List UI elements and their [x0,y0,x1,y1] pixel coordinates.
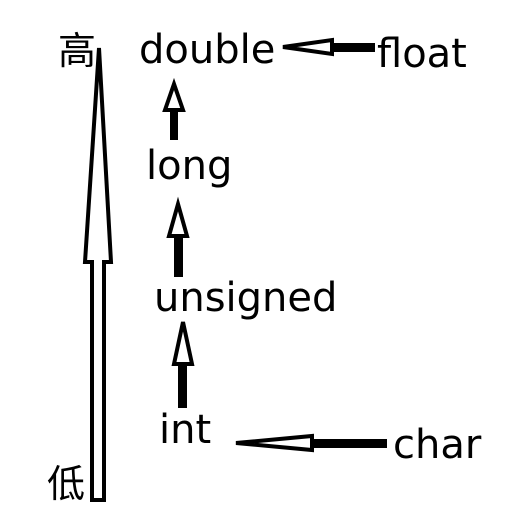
type-int: int [159,407,212,453]
low-to-high-scale-arrow [82,47,114,502]
type-double: double [139,27,276,73]
arrow-float-to-double [282,37,375,57]
type-long: long [146,143,233,189]
arrow-unsigned-to-long [166,196,190,277]
label-low: 低 [47,462,86,506]
type-unsigned: unsigned [154,275,338,321]
arrow-long-to-double [162,77,186,140]
type-float: float [377,31,467,77]
arrow-char-to-int [235,433,387,453]
type-char: char [393,422,482,468]
arrow-int-to-unsigned [171,321,195,408]
label-high: 高 [58,29,97,73]
